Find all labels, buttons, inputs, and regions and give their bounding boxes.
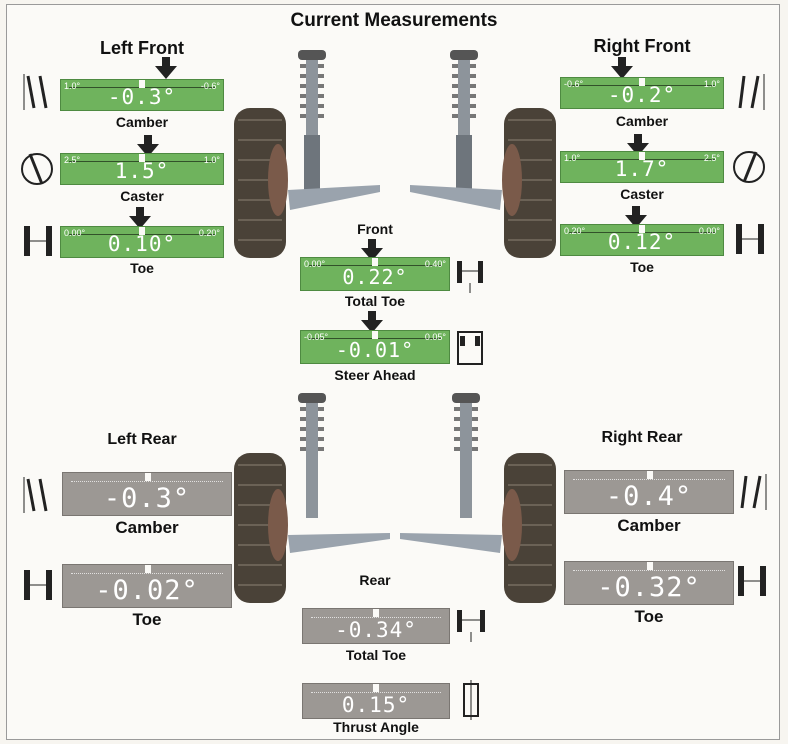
left-front-toe-min: 0.00° <box>64 228 86 238</box>
front-suspension-illustration <box>234 50 556 258</box>
front-total-toe-gauge: 0.00° 0.40° 0.22° <box>300 257 450 291</box>
toe-icon <box>738 566 766 596</box>
right-front-heading: Right Front <box>593 36 691 56</box>
right-front-toe-min: 0.20° <box>564 226 586 236</box>
camber-icon <box>23 477 48 513</box>
left-front-toe-value: 0.10° <box>107 232 177 256</box>
front-total-toe-label: Total Toe <box>344 293 406 309</box>
steer-ahead-max: 0.05° <box>424 332 446 342</box>
left-rear-camber-value: -0.3° <box>103 483 191 514</box>
front-total-toe-max: 0.40° <box>424 259 446 269</box>
right-rear-toe-value: -0.32° <box>597 572 701 603</box>
front-heading: Front <box>357 221 393 237</box>
right-rear-toe-label: Toe <box>634 607 664 626</box>
left-front-caster-value: 1.5° <box>114 159 170 183</box>
camber-icon <box>23 74 48 110</box>
left-rear-toe-gauge: -0.02° <box>62 564 232 608</box>
right-front-camber-min: -0.6° <box>564 79 584 89</box>
front-total-toe-value: 0.22° <box>342 265 408 289</box>
steer-ahead-label: Steer Ahead <box>334 367 416 383</box>
left-front-caster-min: 2.5° <box>64 155 81 165</box>
left-rear-camber-label: Camber <box>115 518 179 537</box>
left-front-camber-gauge: 1.0° -0.6° -0.3° <box>60 79 224 111</box>
right-front-camber-gauge: -0.6° 1.0° -0.2° <box>560 77 724 109</box>
right-front-toe-max: 0.00° <box>698 226 720 236</box>
left-front-toe-gauge: 0.00° 0.20° 0.10° <box>60 226 224 258</box>
right-front-caster-max: 2.5° <box>703 153 720 163</box>
toe-icon <box>24 226 52 256</box>
left-front-caster-max: 1.0° <box>203 155 220 165</box>
right-rear-toe-gauge: -0.32° <box>564 561 734 605</box>
caster-icon <box>733 151 765 183</box>
thrust-angle-icon <box>463 680 479 720</box>
right-front-toe-label: Toe <box>630 259 654 275</box>
toe-icon <box>736 224 764 254</box>
right-rear-camber-label: Camber <box>617 516 681 535</box>
camber-icon <box>740 474 767 510</box>
left-front-toe-label: Toe <box>130 260 154 276</box>
camber-icon <box>738 74 765 110</box>
right-rear-heading: Right Rear <box>601 429 683 446</box>
thrust-angle-label: Thrust Angle <box>333 719 419 735</box>
left-front-heading: Left Front <box>100 38 184 58</box>
thrust-angle-value: 0.15° <box>341 693 411 717</box>
total-toe-icon <box>457 261 483 293</box>
rear-heading: Rear <box>359 572 391 588</box>
right-front-caster-label: Caster <box>620 186 664 202</box>
left-front-caster-gauge: 2.5° 1.0° 1.5° <box>60 153 224 185</box>
steer-ahead-min: -0.05° <box>304 332 329 342</box>
page-title: Current Measurements <box>290 10 498 31</box>
left-front-camber-max: -0.6° <box>200 81 220 91</box>
steer-ahead-icon <box>457 331 483 365</box>
right-rear-camber-value: -0.4° <box>605 481 693 512</box>
left-rear-heading: Left Rear <box>107 431 177 448</box>
left-front-camber-min: 1.0° <box>64 81 81 91</box>
left-front-camber-value: -0.3° <box>107 85 177 109</box>
left-front-camber-label: Camber <box>115 114 169 130</box>
right-front-caster-min: 1.0° <box>564 153 581 163</box>
right-front-toe-value: 0.12° <box>607 230 677 254</box>
front-total-toe-min: 0.00° <box>304 259 326 269</box>
left-rear-camber-gauge: -0.3° <box>62 472 232 516</box>
rear-total-toe-value: -0.34° <box>335 618 417 642</box>
thrust-angle-gauge: 0.15° <box>302 683 450 719</box>
rear-total-toe-gauge: -0.34° <box>302 608 450 644</box>
left-front-toe-max: 0.20° <box>198 228 220 238</box>
right-front-camber-value: -0.2° <box>607 83 677 107</box>
steer-ahead-value: -0.01° <box>335 338 415 362</box>
toe-icon <box>24 570 52 600</box>
left-rear-toe-label: Toe <box>132 610 162 629</box>
rear-suspension-illustration <box>234 393 556 603</box>
caster-icon <box>21 153 53 185</box>
left-rear-toe-value: -0.02° <box>95 575 199 606</box>
right-front-camber-max: 1.0° <box>703 79 720 89</box>
left-front-caster-label: Caster <box>120 188 164 204</box>
right-front-camber-label: Camber <box>615 113 669 129</box>
total-toe-icon <box>457 610 485 642</box>
right-front-caster-value: 1.7° <box>614 157 670 181</box>
steer-ahead-gauge: -0.05° 0.05° -0.01° <box>300 330 450 364</box>
rear-total-toe-label: Total Toe <box>345 647 407 663</box>
right-front-toe-gauge: 0.20° 0.00° 0.12° <box>560 224 724 256</box>
right-front-caster-gauge: 1.0° 2.5° 1.7° <box>560 151 724 183</box>
right-rear-camber-gauge: -0.4° <box>564 470 734 514</box>
